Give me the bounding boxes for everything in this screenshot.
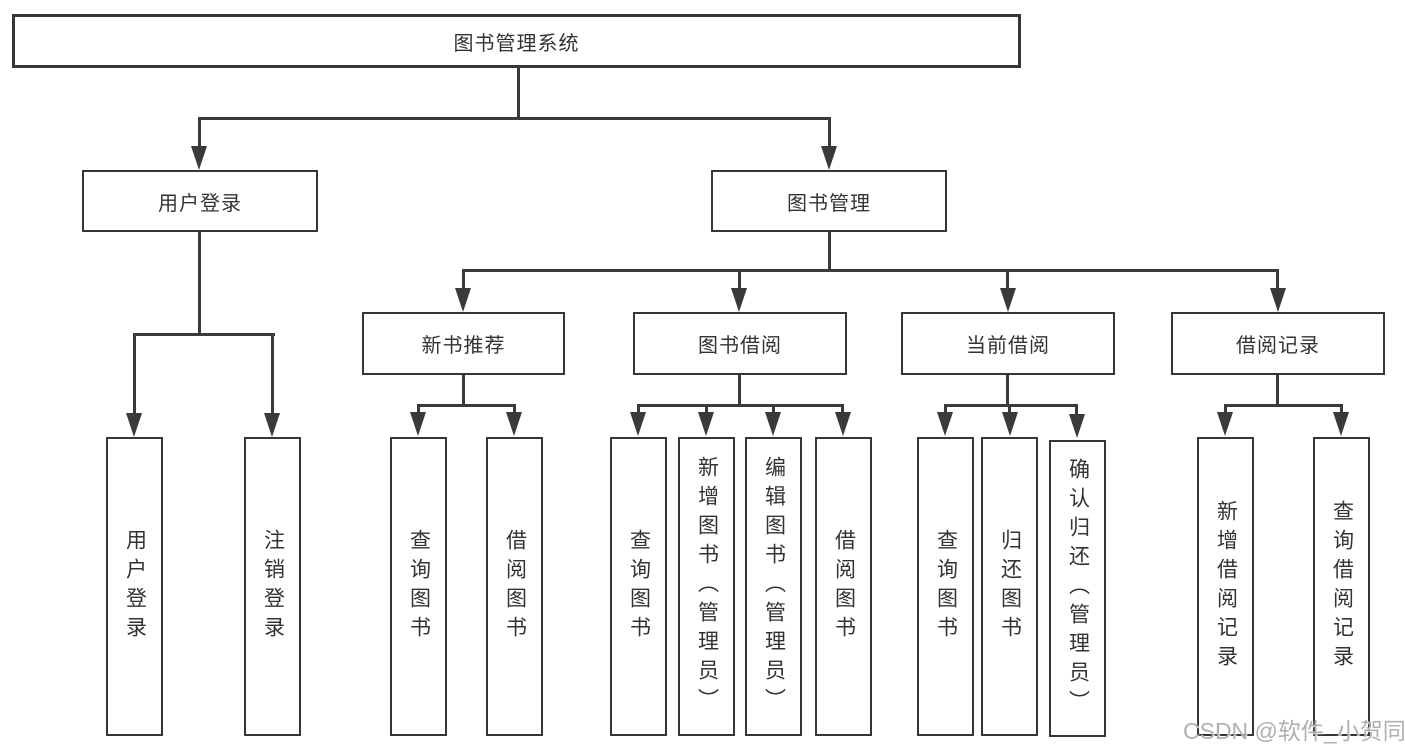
leaf-query-borrow-record: 查询借阅记录 xyxy=(1313,437,1370,736)
node-new-book-recommend: 新书推荐 xyxy=(362,312,565,375)
connector-stub-d1 xyxy=(944,404,947,414)
arrow-down-d1 xyxy=(937,412,953,436)
arrow-down-d3 xyxy=(1069,414,1085,438)
node-borrow-records: 借阅记录 xyxy=(1171,312,1385,375)
arrow-down-user-login xyxy=(191,146,207,170)
leaf-user-login: 用户登录 xyxy=(106,437,163,736)
node-user-login-label: 用户登录 xyxy=(158,192,242,215)
leaf-query-borrow-record-label: 查询借阅记录 xyxy=(1330,499,1354,674)
leaf-borrow-books-recommend: 借阅图书 xyxy=(486,437,543,736)
connector-stub-new-book xyxy=(462,269,465,290)
connector-book-management-trunk xyxy=(828,232,831,271)
connector-stub-e1 xyxy=(1224,404,1227,414)
leaf-add-borrow-record: 新增借阅记录 xyxy=(1197,437,1254,736)
arrow-down-d2 xyxy=(1002,412,1018,436)
arrow-down-leaf-user-login xyxy=(126,413,142,437)
node-borrow-records-label: 借阅记录 xyxy=(1236,335,1320,357)
node-root: 图书管理系统 xyxy=(12,14,1021,68)
arrow-down-current-borrow xyxy=(1000,288,1016,312)
connector-root-trunk xyxy=(517,68,520,118)
leaf-query-books-recommend-label: 查询图书 xyxy=(407,528,431,645)
connector-stub-book-borrow xyxy=(738,269,741,290)
arrow-down-c1 xyxy=(630,412,646,436)
connector-book-borrow-trunk xyxy=(738,375,741,406)
leaf-confirm-return-admin-label: 确认归还（管理员） xyxy=(1066,458,1090,719)
connector-stub-book-management xyxy=(828,117,831,149)
arrow-down-c4 xyxy=(835,412,851,436)
csdn-watermark: CSDN @软件_小贺同学 xyxy=(1183,718,1405,744)
connector-borrow-records-trunk xyxy=(1276,375,1279,406)
connector-stub-current-borrow xyxy=(1006,269,1009,290)
node-current-borrow-label: 当前借阅 xyxy=(966,335,1050,357)
leaf-logout-label: 注销登录 xyxy=(261,528,285,645)
node-new-book-recommend-label: 新书推荐 xyxy=(421,335,506,357)
leaf-edit-books-admin: 编辑图书（管理员） xyxy=(745,437,802,736)
node-book-borrow-label: 图书借阅 xyxy=(698,335,782,357)
arrow-down-book-borrow xyxy=(731,288,747,312)
leaf-borrow-books-recommend-label: 借阅图书 xyxy=(503,528,527,645)
arrow-down-c3 xyxy=(765,412,781,436)
connector-level3-branch xyxy=(462,269,1279,272)
arrow-down-b2 xyxy=(506,412,522,436)
node-root-label: 图书管理系统 xyxy=(453,32,580,55)
leaf-add-books-admin-label: 新增图书（管理员） xyxy=(695,456,719,717)
leaf-return-books: 归还图书 xyxy=(981,437,1038,736)
connector-level2-branch xyxy=(198,117,831,120)
connector-stub-d2 xyxy=(1008,404,1011,414)
leaf-user-login-label: 用户登录 xyxy=(123,528,147,645)
leaf-logout: 注销登录 xyxy=(244,437,301,736)
leaf-query-books-borrow-label: 查询图书 xyxy=(627,528,651,645)
arrow-down-c2 xyxy=(698,412,714,436)
leaf-return-books-label: 归还图书 xyxy=(998,528,1022,645)
leaf-borrow-books-label: 借阅图书 xyxy=(832,528,856,645)
node-book-borrow: 图书借阅 xyxy=(633,312,847,375)
connector-stub-leaf-logout xyxy=(271,333,274,415)
connector-new-book-branch xyxy=(417,404,516,407)
arrow-down-borrow-records xyxy=(1270,288,1286,312)
connector-stub-user-login xyxy=(198,117,201,149)
arrow-down-new-book xyxy=(455,288,471,312)
connector-stub-leaf-user-login xyxy=(133,333,136,415)
connector-stub-c1 xyxy=(637,404,640,414)
connector-user-login-branch xyxy=(133,333,275,336)
arrow-down-b1 xyxy=(410,412,426,436)
leaf-borrow-books: 借阅图书 xyxy=(815,437,872,736)
arrow-down-book-management xyxy=(821,146,837,170)
connector-new-book-trunk xyxy=(462,375,465,406)
leaf-query-books-recommend: 查询图书 xyxy=(390,437,447,736)
leaf-add-borrow-record-label: 新增借阅记录 xyxy=(1214,499,1238,674)
arrow-down-e1 xyxy=(1217,412,1233,436)
leaf-query-books-current: 查询图书 xyxy=(917,437,974,736)
node-user-login: 用户登录 xyxy=(82,170,318,232)
leaf-add-books-admin: 新增图书（管理员） xyxy=(678,437,735,736)
leaf-query-books-current-label: 查询图书 xyxy=(934,528,958,645)
node-book-management: 图书管理 xyxy=(711,170,947,232)
leaf-confirm-return-admin: 确认归还（管理员） xyxy=(1049,440,1106,737)
arrow-down-e2 xyxy=(1333,412,1349,436)
connector-stub-d3 xyxy=(1075,404,1078,414)
connector-stub-b2 xyxy=(513,404,516,414)
leaf-query-books-borrow: 查询图书 xyxy=(610,437,667,736)
leaf-edit-books-admin-label: 编辑图书（管理员） xyxy=(762,456,786,717)
connector-user-login-trunk xyxy=(198,232,201,335)
connector-stub-c2 xyxy=(705,404,708,414)
connector-borrow-records-branch xyxy=(1224,404,1342,407)
connector-stub-b1 xyxy=(417,404,420,414)
connector-stub-c3 xyxy=(772,404,775,414)
connector-current-borrow-trunk xyxy=(1006,375,1009,406)
connector-stub-e2 xyxy=(1340,404,1343,414)
node-current-borrow: 当前借阅 xyxy=(901,312,1115,375)
connector-stub-borrow-records xyxy=(1276,269,1279,290)
node-book-management-label: 图书管理 xyxy=(787,192,871,215)
arrow-down-leaf-logout xyxy=(264,413,280,437)
connector-book-borrow-branch xyxy=(637,404,844,407)
connector-current-borrow-branch xyxy=(944,404,1078,407)
connector-stub-c4 xyxy=(841,404,844,414)
